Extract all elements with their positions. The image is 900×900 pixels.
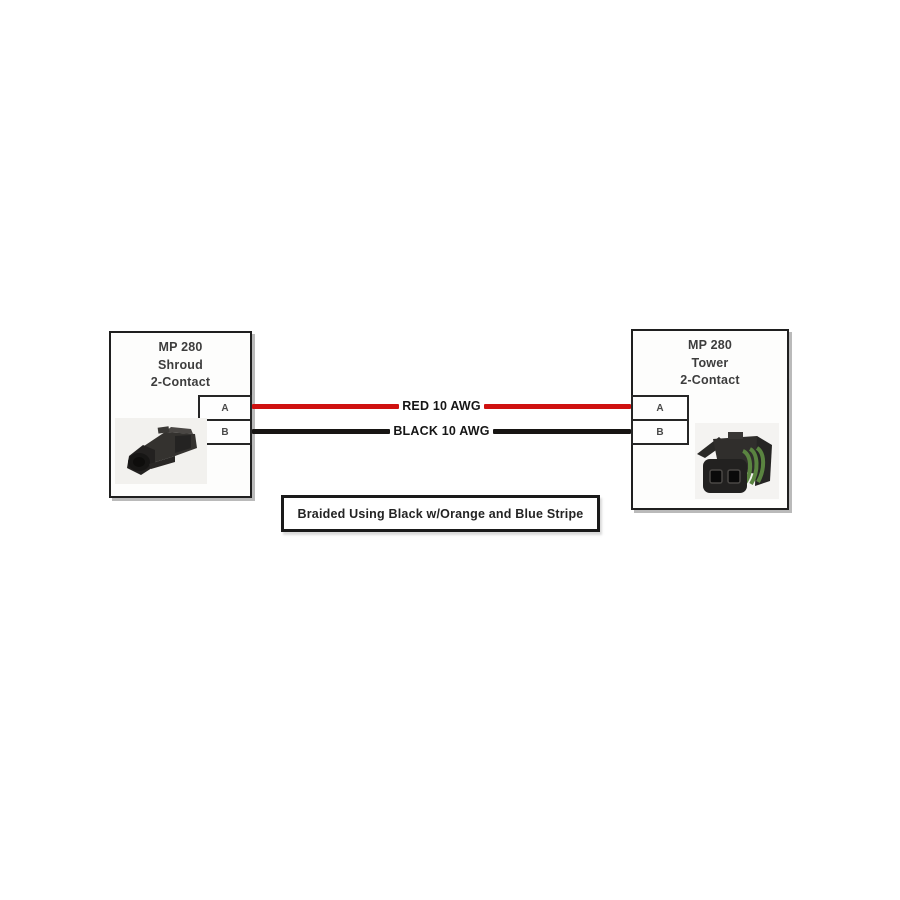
connector-contact-count-label: 2-Contact [150,375,211,389]
wire-black-segment-left [252,428,391,434]
connector-series-label: MP 280 [687,338,733,352]
shroud-connector-illustration [127,426,197,475]
terminal-b-right-label: B [656,426,664,438]
wire-black: BLACK 10 AWG [252,424,632,438]
wire-red-segment-left [252,403,400,409]
connector-title-shroud: MP 280 Shroud 2-Contact [111,333,250,392]
braid-note-box: Braided Using Black w/Orange and Blue St… [281,495,600,532]
wire-black-label: BLACK 10 AWG [393,424,490,438]
connector-series-label: MP 280 [158,340,203,354]
connector-contact-count-label: 2-Contact [680,373,740,387]
connector-box-shroud: MP 280 Shroud 2-Contact A B [109,331,252,498]
tower-connector-photo [695,423,779,499]
connector-title-tower: MP 280 Tower 2-Contact [633,331,787,390]
terminal-b-left-label: B [221,426,229,438]
braid-note-text: Braided Using Black w/Orange and Blue St… [297,506,584,521]
connector-box-tower: MP 280 Tower 2-Contact A B [631,329,789,510]
wire-black-segment-right [492,428,632,434]
wire-red-label: RED 10 AWG [402,399,481,413]
wire-red-segment-right [483,403,632,409]
terminal-a-right-label: A [656,402,664,414]
terminal-a-right: A [631,395,689,421]
wire-red: RED 10 AWG [252,399,632,413]
tower-connector-illustration [697,432,772,493]
shroud-connector-photo [115,418,207,484]
terminal-b-right: B [631,419,689,445]
connector-type-label: Tower [691,355,729,370]
terminal-a-left-label: A [221,402,229,414]
connector-type-label: Shroud [158,357,203,372]
